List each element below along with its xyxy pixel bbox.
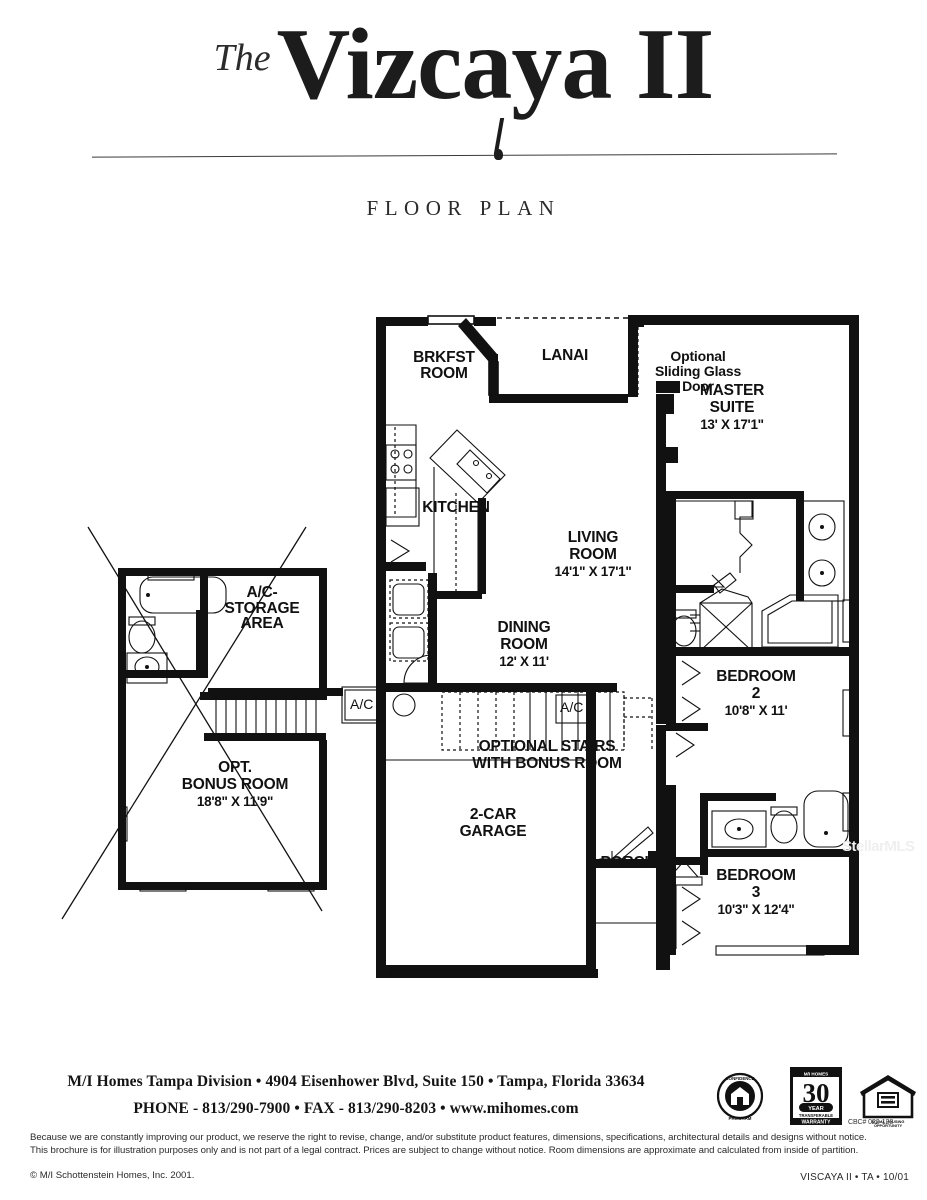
room-label-garage: 2-CAR GARAGE xyxy=(459,806,527,840)
svg-text:M/I HOMES: M/I HOMES xyxy=(804,1072,829,1077)
document-footer: M/I Homes Tampa Division • 4904 Eisenhow… xyxy=(0,1055,927,1200)
footer-address: M/I Homes Tampa Division • 4904 Eisenhow… xyxy=(67,1073,645,1090)
room-label-lanai: LANAI xyxy=(541,347,589,364)
ac-tag-right: A/C xyxy=(560,699,584,715)
room-label-living: LIVING ROOM 14'1" X 17'1" xyxy=(554,529,632,579)
footer-phone-fax-web: PHONE - 813/290-7900 • FAX - 813/290-820… xyxy=(133,1100,579,1117)
svg-text:EQUAL HOUSING: EQUAL HOUSING xyxy=(872,1119,905,1124)
license-number: CBC# 022-128 xyxy=(848,1119,894,1126)
svg-text:YEAR: YEAR xyxy=(808,1106,824,1112)
room-label-kitchen: KITCHEN xyxy=(422,499,490,516)
equal-housing-opportunity-logo: EQUAL HOUSING OPPORTUNITY xyxy=(860,1075,916,1128)
room-label-master-suite: MASTER SUITE 13' X 17'1" xyxy=(699,382,765,432)
confidence-builder-program-logo: CONFIDENCE PROGRAM xyxy=(716,1072,764,1121)
legal-disclaimer: Because we are constantly improving our … xyxy=(30,1131,880,1157)
room-label-opt-bonus-room: OPT. BONUS ROOM 18'8" X 11'9" xyxy=(181,759,289,809)
svg-text:PROGRAM: PROGRAM xyxy=(729,1116,752,1121)
disclaimer-line-2: This brochure is for illustration purpos… xyxy=(30,1145,859,1157)
title-the: The xyxy=(213,37,271,79)
svg-text:OPPORTUNITY: OPPORTUNITY xyxy=(874,1123,903,1128)
title-divider-rule xyxy=(92,153,837,158)
title-block: TheVizcaya II xyxy=(0,14,927,116)
room-label-bedroom-3: BEDROOM 3 10'3" X 12'4" xyxy=(716,867,796,917)
room-label-dining: DINING ROOM 12' X 11' xyxy=(497,619,551,669)
room-label-ac-storage-area: A/C- STORAGE AREA xyxy=(224,584,300,632)
label-optional-sliding-glass-door: Optional Sliding Glass Door xyxy=(654,348,742,395)
room-label-porch: PORCH xyxy=(600,854,656,871)
floor-plan-drawing: .w { fill:#111; } /* thick wall fill */ … xyxy=(0,255,927,1045)
document-header: TheVizcaya II FLOOR PLAN xyxy=(0,0,927,250)
stellar-mls-watermark: StellarMLS xyxy=(842,838,915,855)
label-optional-stairs: OPTIONAL STAIRS WITH BONUS ROOM xyxy=(472,738,622,773)
floor-plan-svg: .w { fill:#111; } /* thick wall fill */ … xyxy=(61,315,859,978)
svg-text:CONFIDENCE: CONFIDENCE xyxy=(725,1076,754,1081)
page-subtitle: FLOOR PLAN xyxy=(366,196,561,220)
svg-text:WARRANTY: WARRANTY xyxy=(802,1120,832,1126)
room-label-brkfst: BRKFST ROOM xyxy=(413,349,475,383)
title-model-name: Vizcaya II xyxy=(276,8,715,121)
footer-logos: CONFIDENCE PROGRAM M/I HOMES 30 YEAR TRA… xyxy=(716,1063,921,1129)
copyright-notice: © M/I Schottenstein Homes, Inc. 2001. xyxy=(30,1170,195,1181)
room-label-bedroom-2: BEDROOM 2 10'8" X 11' xyxy=(716,668,796,718)
svg-text:TRANSFERABLE: TRANSFERABLE xyxy=(799,1113,833,1118)
plan-code: VISCAYA II • TA • 10/01 xyxy=(800,1172,909,1183)
disclaimer-line-1: Because we are constantly improving our … xyxy=(30,1132,867,1143)
logos-svg: CONFIDENCE PROGRAM M/I HOMES 30 YEAR TRA… xyxy=(716,1067,916,1128)
title-flourish-dot xyxy=(494,149,503,160)
30-year-warranty-logo: M/I HOMES 30 YEAR TRANSFERABLE WARRANTY xyxy=(790,1067,842,1126)
ac-tag-left: A/C xyxy=(350,696,374,712)
